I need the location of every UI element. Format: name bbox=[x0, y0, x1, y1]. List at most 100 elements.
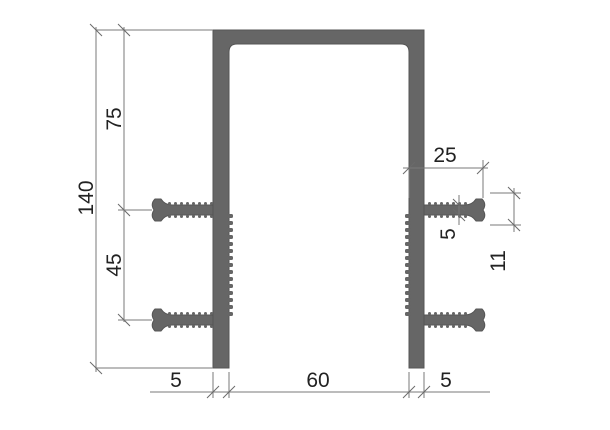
serration-tooth bbox=[405, 298, 411, 302]
rib-tooth bbox=[168, 325, 171, 328]
rib-tooth bbox=[174, 312, 177, 315]
rib-tooth bbox=[446, 215, 449, 218]
rib-tooth bbox=[446, 325, 449, 328]
rib-tooth bbox=[434, 312, 437, 315]
label-left-wall: 5 bbox=[170, 369, 182, 392]
rib-tooth bbox=[204, 312, 207, 315]
rib-tooth bbox=[440, 215, 443, 218]
label-rib-height: 11 bbox=[487, 250, 510, 272]
serration-tooth bbox=[227, 228, 233, 232]
serration-tooth bbox=[227, 214, 233, 218]
serration-tooth bbox=[405, 305, 411, 309]
rib-tooth bbox=[452, 325, 455, 328]
right-serrations bbox=[405, 214, 411, 316]
rib-tooth bbox=[198, 325, 201, 328]
dimension-rib-height: 11 bbox=[487, 186, 521, 272]
serration-tooth bbox=[227, 221, 233, 225]
rib-tooth bbox=[174, 215, 177, 218]
rib-tooth bbox=[446, 202, 449, 205]
serration-tooth bbox=[227, 312, 233, 316]
rib-tooth bbox=[186, 325, 189, 328]
rib-tooth bbox=[192, 202, 195, 205]
rib-tooth bbox=[452, 312, 455, 315]
rib-tooth bbox=[446, 312, 449, 315]
profile-outer-shell bbox=[212, 29, 425, 369]
rib-tooth bbox=[428, 202, 431, 205]
serration-tooth bbox=[405, 235, 411, 239]
rib-tooth bbox=[434, 215, 437, 218]
serration-tooth bbox=[405, 291, 411, 295]
dimension-overall-height: 140 bbox=[75, 23, 213, 375]
dimension-rib-length: 25 bbox=[402, 144, 490, 198]
rib-tooth bbox=[192, 312, 195, 315]
serration-tooth bbox=[227, 263, 233, 267]
label-overall-height: 140 bbox=[75, 180, 98, 215]
rib-tooth bbox=[186, 312, 189, 315]
rib-tooth bbox=[452, 202, 455, 205]
serration-tooth bbox=[227, 298, 233, 302]
serration-tooth bbox=[405, 277, 411, 281]
serration-tooth bbox=[227, 277, 233, 281]
serration-tooth bbox=[405, 312, 411, 316]
rib-tooth bbox=[458, 325, 461, 328]
rib-tooth bbox=[198, 312, 201, 315]
rib-tooth bbox=[210, 325, 213, 328]
rib-tooth bbox=[464, 215, 467, 218]
right-lower-rib bbox=[423, 308, 486, 332]
serration-tooth bbox=[227, 291, 233, 295]
rib-tooth bbox=[198, 215, 201, 218]
rib-tooth bbox=[204, 215, 207, 218]
serration-tooth bbox=[227, 249, 233, 253]
rib-tooth bbox=[210, 202, 213, 205]
rib-tooth bbox=[428, 215, 431, 218]
serration-tooth bbox=[405, 270, 411, 274]
dimension-rib-thickness: 5 bbox=[437, 195, 466, 240]
rib-tooth bbox=[434, 202, 437, 205]
rib-tooth bbox=[204, 325, 207, 328]
rib-tooth bbox=[186, 202, 189, 205]
rib-tooth bbox=[168, 202, 171, 205]
rib-tooth bbox=[440, 312, 443, 315]
dimension-rib-spacing: 45 bbox=[103, 210, 152, 327]
rib-tooth bbox=[180, 325, 183, 328]
label-inner-width: 60 bbox=[306, 369, 329, 392]
serration-tooth bbox=[227, 242, 233, 246]
serration-tooth bbox=[405, 263, 411, 267]
rib-tooth bbox=[186, 215, 189, 218]
rib-tooth bbox=[174, 202, 177, 205]
left-serrations bbox=[227, 214, 233, 316]
rib-tooth bbox=[174, 325, 177, 328]
dimension-bottom: 5 60 5 bbox=[150, 369, 490, 399]
rib-tooth bbox=[210, 215, 213, 218]
rib-tooth bbox=[180, 215, 183, 218]
profile-body bbox=[212, 29, 425, 369]
rib-tooth bbox=[192, 215, 195, 218]
serration-tooth bbox=[227, 270, 233, 274]
rib-teeth bbox=[168, 202, 467, 328]
left-lower-rib bbox=[151, 308, 214, 332]
serration-tooth bbox=[227, 235, 233, 239]
serration-tooth bbox=[405, 221, 411, 225]
rib-tooth bbox=[452, 215, 455, 218]
rib-tooth bbox=[204, 202, 207, 205]
serration-tooth bbox=[227, 284, 233, 288]
rib-tooth bbox=[168, 312, 171, 315]
serration-tooth bbox=[405, 256, 411, 260]
rib-tooth bbox=[440, 325, 443, 328]
serration-tooth bbox=[227, 256, 233, 260]
rib-tooth bbox=[210, 312, 213, 315]
label-rib-thickness: 5 bbox=[437, 228, 460, 240]
rib-tooth bbox=[458, 312, 461, 315]
serration-tooth bbox=[405, 284, 411, 288]
label-rib-length: 25 bbox=[433, 144, 456, 167]
serration-tooth bbox=[405, 214, 411, 218]
left-upper-rib bbox=[151, 198, 214, 222]
rib-tooth bbox=[192, 325, 195, 328]
rib-tooth bbox=[428, 312, 431, 315]
rib-tooth bbox=[168, 215, 171, 218]
serration-tooth bbox=[405, 228, 411, 232]
rib-tooth bbox=[434, 325, 437, 328]
rib-tooth bbox=[180, 202, 183, 205]
